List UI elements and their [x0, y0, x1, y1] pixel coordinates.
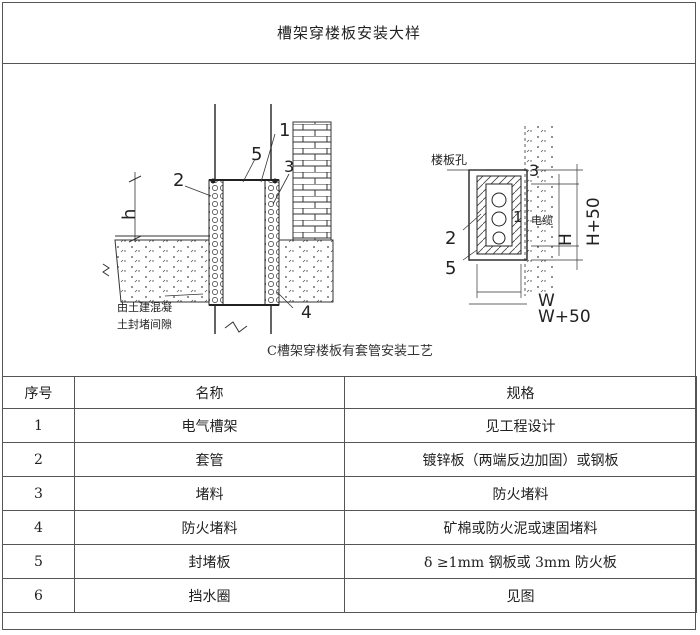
- cell-spec: 见图: [344, 578, 697, 613]
- dim-h-label: h: [119, 209, 140, 220]
- cell-name: 挡水圈: [74, 578, 345, 613]
- right-callout-3: 3: [529, 161, 539, 180]
- cable-label: 电缆: [531, 214, 553, 227]
- callout-2: 2: [173, 170, 184, 191]
- note-line-2: 土封堵间隙: [117, 317, 172, 331]
- cell-name: 电气槽架: [74, 408, 345, 443]
- cell-no: 4: [2, 510, 75, 545]
- callout-3: 3: [284, 157, 294, 176]
- slab-hole-label: 楼板孔: [431, 152, 467, 167]
- dim-H50-label: H+50: [584, 197, 604, 246]
- cell-name: 堵料: [74, 476, 345, 511]
- cell-no: 3: [2, 476, 75, 511]
- callout-1: 1: [279, 120, 290, 141]
- header-no: 序号: [2, 376, 75, 409]
- cell-spec: δ ≥1mm 钢板或 3mm 防火板: [344, 544, 697, 579]
- cell-name: 套管: [74, 442, 345, 477]
- table-header-row: 序号 名称 规格: [2, 376, 697, 409]
- callout-4: 4: [301, 303, 312, 323]
- note-line-1: 由土建混凝: [117, 300, 172, 314]
- right-plan-view: 楼板孔 3 1 电缆 2 5 H H+50 W W+50: [431, 126, 604, 327]
- cell-no: 6: [2, 578, 75, 613]
- right-callout-1: 1: [513, 208, 523, 226]
- right-callout-2: 2: [445, 228, 456, 249]
- cell-no: 1: [2, 408, 75, 443]
- cell-spec: 矿棉或防火泥或速固堵料: [344, 510, 697, 545]
- table-row: 1 电气槽架 见工程设计: [2, 408, 697, 443]
- right-callout-5: 5: [445, 258, 456, 279]
- cell-spec: 镀锌板（两端反边加固）或钢板: [344, 442, 697, 477]
- table-row: 6 挡水圈 见图: [2, 578, 697, 613]
- spec-table: 序号 名称 规格 1 电气槽架 见工程设计 2 套管 镀锌板（两端反边加固）或钢…: [2, 376, 697, 613]
- cell-name: 封堵板: [74, 544, 345, 579]
- drawing-title: 槽架穿楼板安装大样: [2, 2, 696, 64]
- cell-spec: 见工程设计: [344, 408, 697, 443]
- detail-svg: 1 2 3 4 5 h 由土建混凝 土封堵间隙: [102, 104, 604, 334]
- dim-H-label: H: [556, 233, 576, 246]
- header-name: 名称: [74, 376, 345, 409]
- dim-W50-label: W+50: [538, 307, 591, 327]
- header-spec: 规格: [344, 376, 697, 409]
- cell-spec: 防火堵料: [344, 476, 697, 511]
- cell-no: 5: [2, 544, 75, 579]
- drawing-caption: C槽架穿楼板有套管安装工艺: [267, 344, 433, 359]
- callout-5: 5: [251, 144, 262, 165]
- detail-drawing: 1 2 3 4 5 h 由土建混凝 土封堵间隙: [3, 64, 695, 376]
- table-row: 4 防火堵料 矿棉或防火泥或速固堵料: [2, 510, 697, 545]
- cell-no: 2: [2, 442, 75, 477]
- table-row: 3 堵料 防火堵料: [2, 476, 697, 511]
- left-section-view: 1 2 3 4 5 h 由土建混凝 土封堵间隙: [102, 104, 334, 334]
- cell-name: 防火堵料: [74, 510, 345, 545]
- dim-W-label: W: [538, 291, 555, 311]
- table-row: 5 封堵板 δ ≥1mm 钢板或 3mm 防火板: [2, 544, 697, 579]
- table-row: 2 套管 镀锌板（两端反边加固）或钢板: [2, 442, 697, 477]
